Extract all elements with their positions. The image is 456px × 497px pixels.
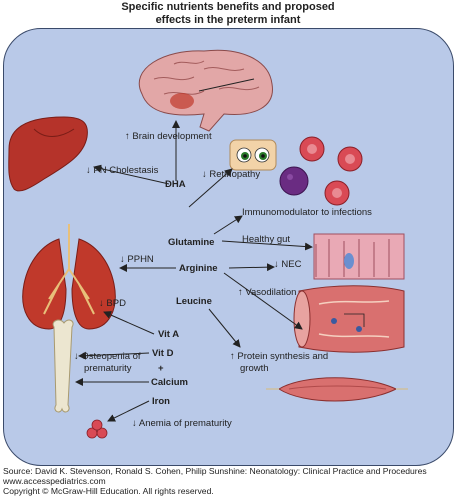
up-arrow-icon: ↑ (125, 131, 133, 142)
effect-immunomodulator: Immunomodulator to infections (242, 207, 372, 218)
eyes-illustration (229, 139, 277, 171)
red-cell-cluster-illustration (86, 419, 108, 439)
liver-illustration (8, 116, 88, 192)
effect-osteopenia: ↓ Osteopenia of (74, 351, 141, 362)
nutrient-calcium: Calcium (151, 377, 188, 388)
relationship-arrows (75, 120, 313, 422)
effect-bpd: ↓ BPD (99, 298, 126, 309)
effect-osteopenia-line2: prematurity (84, 363, 132, 374)
footer-site[interactable]: www.accesspediatrics.com (3, 476, 106, 486)
diagram-title-line2: effects in the preterm infant (155, 14, 301, 26)
effect-pphn: ↓ PPHN (120, 254, 154, 265)
arrow-arginine-vessel (223, 272, 303, 330)
nutrient-leucine: Leucine (176, 296, 212, 307)
bone-illustration (52, 319, 74, 413)
nutrient-arginine: Arginine (179, 263, 218, 274)
arrow-arginine-nec (228, 263, 275, 272)
nutrient-plus: + (158, 363, 164, 374)
brain-illustration (138, 49, 273, 132)
arrow-iron-cells (107, 400, 150, 422)
intestine-illustration (313, 233, 405, 280)
effect-vasodilation: ↑ Vasodilation (238, 287, 297, 298)
arrow-glutamine-gut (221, 240, 313, 251)
arrow-vita-bpd (103, 311, 155, 335)
nutrient-dha: DHA (165, 179, 186, 190)
arrow-dha-liver (93, 164, 170, 185)
down-arrow-icon: ↓ (99, 298, 107, 309)
effect-retinopathy: ↓ Retinopathy (202, 169, 261, 180)
effect-nec: ↓ NEC (274, 259, 302, 270)
effect-protein-synthesis-line2: growth (240, 363, 269, 374)
diagram-title-line1: Specific nutrients benefits and proposed (121, 1, 335, 13)
nutrient-glutamine: Glutamine (168, 237, 215, 248)
diagram-graphics (8, 49, 408, 439)
down-arrow-icon: ↓ (74, 351, 82, 362)
arrow-dha-eyes (188, 168, 233, 208)
blood-cells-illustration (279, 136, 363, 206)
effect-protein-synthesis: ↑ Protein synthesis and (230, 351, 329, 362)
down-arrow-icon: ↓ (274, 259, 282, 270)
nutrient-vit-d: Vit D (152, 348, 174, 359)
nutrient-vit-a: Vit A (158, 329, 180, 340)
effect-anemia: ↓ Anemia of prematurity (132, 418, 232, 429)
effect-brain-development: ↑ Brain development (125, 131, 212, 142)
muscle-illustration (266, 377, 408, 402)
arrow-glutamine-immuno (213, 215, 243, 235)
down-arrow-icon: ↓ (132, 418, 139, 429)
down-arrow-icon: ↓ (202, 169, 210, 180)
diagram-panel: DHA Glutamine Arginine Leucine Vit A Vit… (3, 28, 454, 466)
arrow-vitd-osteopenia (78, 351, 150, 360)
down-arrow-icon: ↓ (120, 254, 128, 265)
footer-source: Source: David K. Stevenson, Ronald S. Co… (3, 466, 427, 476)
nutrient-iron: Iron (152, 396, 170, 407)
arrow-leucine-muscle (208, 308, 241, 348)
down-arrow-icon: ↓ (86, 165, 94, 176)
blood-vessel-illustration (293, 285, 405, 353)
effect-healthy-gut: Healthy gut (242, 234, 291, 245)
lungs-illustration (22, 224, 116, 330)
up-arrow-icon: ↑ (238, 287, 246, 298)
effect-pn-cholestasis: ↓ PN Cholestasis (86, 165, 159, 176)
up-arrow-icon: ↑ (230, 351, 238, 362)
footer-copyright: Copyright © McGraw-Hill Education. All r… (3, 486, 214, 496)
